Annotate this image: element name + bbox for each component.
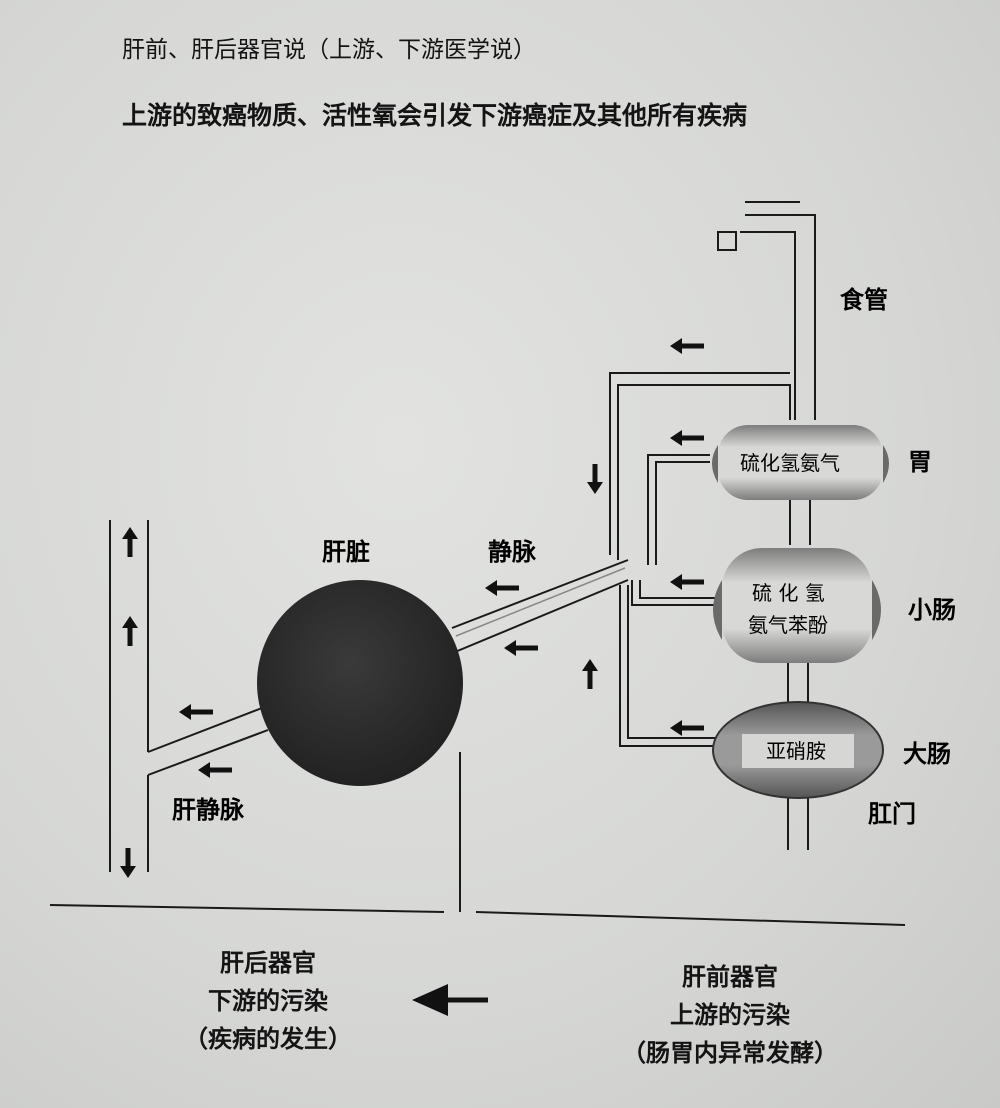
large-intestine-label: 大肠	[903, 740, 951, 768]
arrow-portal-lower	[504, 640, 538, 656]
arrow-large-intestine-out	[670, 720, 704, 736]
big-left-arrow	[412, 984, 488, 1016]
arrow-hepatic-upper	[179, 704, 213, 720]
anus-label: 肛门	[868, 800, 916, 828]
arrow-stomach-out	[670, 430, 704, 446]
stomach-organ	[712, 425, 889, 500]
small-intestine-label: 小肠	[908, 596, 956, 624]
liver-organ	[257, 580, 463, 786]
post-hepatic-title: 肝后器官	[220, 949, 316, 977]
hepatic-vein-pipe	[147, 707, 269, 776]
small-intestine-organ	[713, 548, 881, 663]
systemic-vein	[109, 520, 149, 872]
large-intestine-contents: 亚硝胺	[766, 739, 826, 763]
esophagus-tube	[740, 201, 816, 420]
collecting-veins	[609, 372, 791, 747]
stomach-contents: 硫化氢氨气	[740, 451, 840, 475]
stomach-label: 胃	[908, 448, 932, 476]
arrow-systemic-up-2	[122, 616, 138, 646]
small-intestine-contents-2: 氨气苯酚	[748, 613, 828, 637]
pre-hepatic-caption: 肝前器官 上游的污染 （肠胃内异常发酵）	[600, 958, 860, 1072]
arrow-collector-up	[582, 659, 598, 689]
post-hepatic-note: （疾病的发生）	[184, 1025, 352, 1053]
post-hepatic-caption: 肝后器官 下游的污染 （疾病的发生）	[168, 944, 368, 1058]
gut-tubes	[787, 500, 811, 850]
arrow-hepatic-lower	[198, 762, 232, 778]
small-intestine-contents-1: 硫 化 氢	[752, 581, 825, 605]
arrow-collector-down	[587, 464, 603, 494]
post-hepatic-subtitle: 下游的污染	[208, 987, 328, 1015]
pre-hepatic-title: 肝前器官	[682, 963, 778, 991]
vein-label: 静脉	[488, 538, 537, 566]
pre-hepatic-subtitle: 上游的污染	[670, 1001, 790, 1029]
arrow-systemic-down	[120, 848, 136, 878]
separator-lines	[49, 752, 906, 926]
mouth-box	[717, 231, 737, 251]
arrow-portal-upper	[485, 580, 519, 596]
large-intestine-organ	[712, 701, 884, 799]
pre-hepatic-note: （肠胃内异常发酵）	[622, 1039, 838, 1067]
header-title: 肝前、肝后器官说（上游、下游医学说）	[122, 37, 536, 63]
header-subtitle: 上游的致癌物质、活性氧会引发下游癌症及其他所有疾病	[122, 101, 748, 130]
arrow-small-intestine-out	[670, 574, 704, 590]
liver-label: 肝脏	[322, 538, 370, 566]
flow-arrows	[120, 338, 704, 878]
arrow-systemic-up-1	[122, 527, 138, 557]
hepatic-vein-label: 肝静脉	[172, 796, 245, 824]
portal-vein-pipe	[451, 559, 629, 653]
esophagus-label: 食管	[840, 286, 888, 314]
arrow-esophagus-out	[670, 338, 704, 354]
